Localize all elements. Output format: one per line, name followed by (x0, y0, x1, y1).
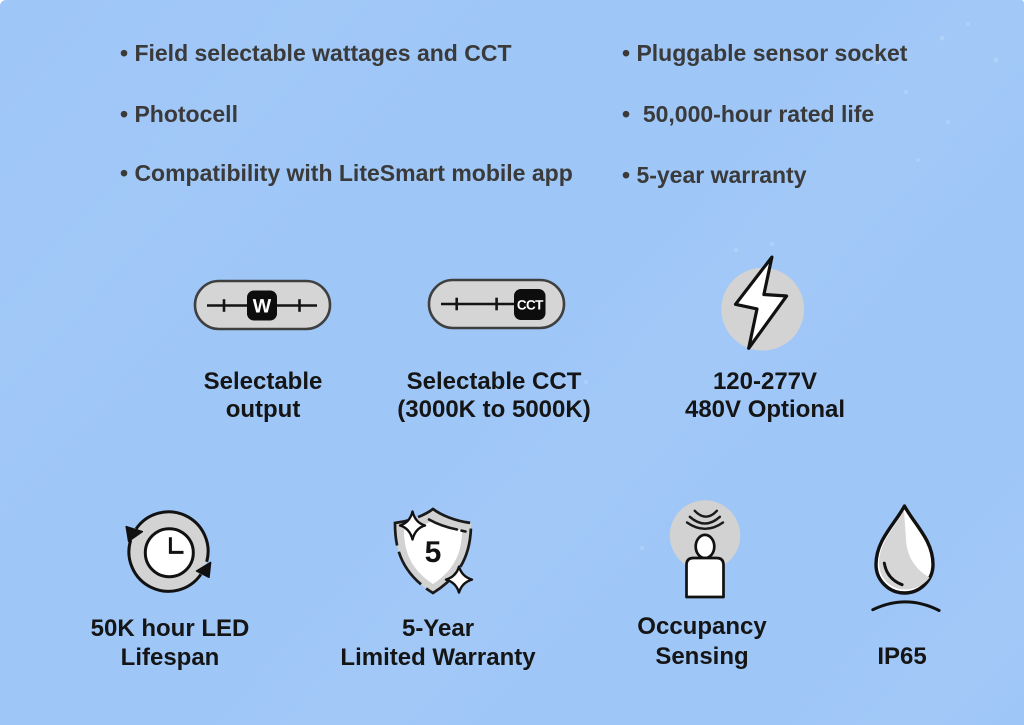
svg-text:W: W (253, 296, 272, 318)
svg-text:5: 5 (425, 536, 442, 569)
svg-text:CCT: CCT (517, 298, 544, 313)
